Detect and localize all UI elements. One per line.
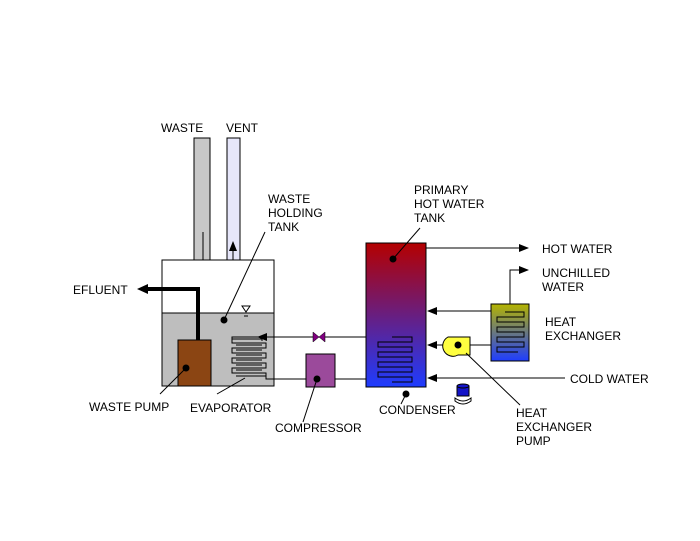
waste-holding-tank-label: WASTE HOLDING TANK [268, 192, 326, 234]
vent-label: VENT [226, 121, 259, 135]
heat-exchanger-pump-label: HEAT EXCHANGER PUMP [516, 406, 595, 448]
waste-pump-label: WASTE PUMP [89, 400, 169, 414]
heat-exchanger-pump [442, 336, 471, 357]
evaporator-label: EVAPORATOR [190, 401, 272, 415]
effluent-arrowhead [137, 284, 148, 294]
waste-label: WASTE [161, 121, 203, 135]
waste-pump-pointer [159, 367, 187, 395]
condenser-label: CONDENSER [379, 403, 456, 417]
condenser-coil [377, 336, 413, 383]
efluent-label: EFLUENT [73, 283, 128, 297]
heat-exchanger-pump-label-line: EXCHANGER [516, 420, 592, 434]
waste-holding-tank-label-line: HOLDING [268, 206, 323, 220]
condenser-pointer [400, 393, 407, 405]
cold-water-label: COLD WATER [570, 372, 649, 386]
heat-exchanger-label-line: HEAT [545, 315, 577, 329]
holding-tank-pointer [223, 231, 266, 321]
hot-tank-pointer [392, 227, 421, 260]
compressor [305, 353, 336, 388]
expansion-valve [312, 331, 326, 343]
unchilled-water-line [509, 266, 529, 304]
heat-exchanger-coil [496, 311, 525, 353]
evaporator-pointer [216, 377, 246, 395]
unchilled-water-label: UNCHILLED WATER [542, 266, 613, 294]
primary-hot-water-tank [365, 242, 427, 388]
heat-exchanger-label: HEAT EXCHANGER [545, 315, 621, 343]
effluent-pipe [145, 287, 200, 340]
vent-pipe [226, 137, 241, 261]
heat-exchanger-pump-label-line: PUMP [516, 434, 551, 448]
primary-hot-water-tank-label-line: HOT WATER [414, 197, 485, 211]
hot-water-label: HOT WATER [542, 242, 613, 256]
waste-holding-tank-label-line: WASTE [268, 192, 310, 206]
waste-pipe [193, 137, 211, 261]
primary-hot-water-tank-label: PRIMARY HOT WATER TANK [414, 183, 488, 225]
heat-exchanger-pump-label-line: HEAT [516, 406, 548, 420]
primary-hot-water-tank-label-line: PRIMARY [414, 183, 468, 197]
waste-holding-tank-label-line: TANK [268, 220, 299, 234]
pump-label-pointer [465, 352, 521, 406]
liquid-level-symbol [241, 305, 251, 317]
primary-hot-water-tank-label-line: TANK [414, 211, 445, 225]
compressor-pointer [302, 378, 318, 423]
compressor-label: COMPRESSOR [275, 421, 362, 435]
unchilled-water-label-line: UNCHILLED [542, 266, 610, 280]
waste-pump [177, 339, 212, 387]
evaporator-coil [231, 336, 275, 380]
small-pump-icon [454, 383, 472, 405]
unchilled-water-label-line: WATER [542, 280, 584, 294]
heat-exchanger-label-line: EXCHANGER [545, 329, 621, 343]
